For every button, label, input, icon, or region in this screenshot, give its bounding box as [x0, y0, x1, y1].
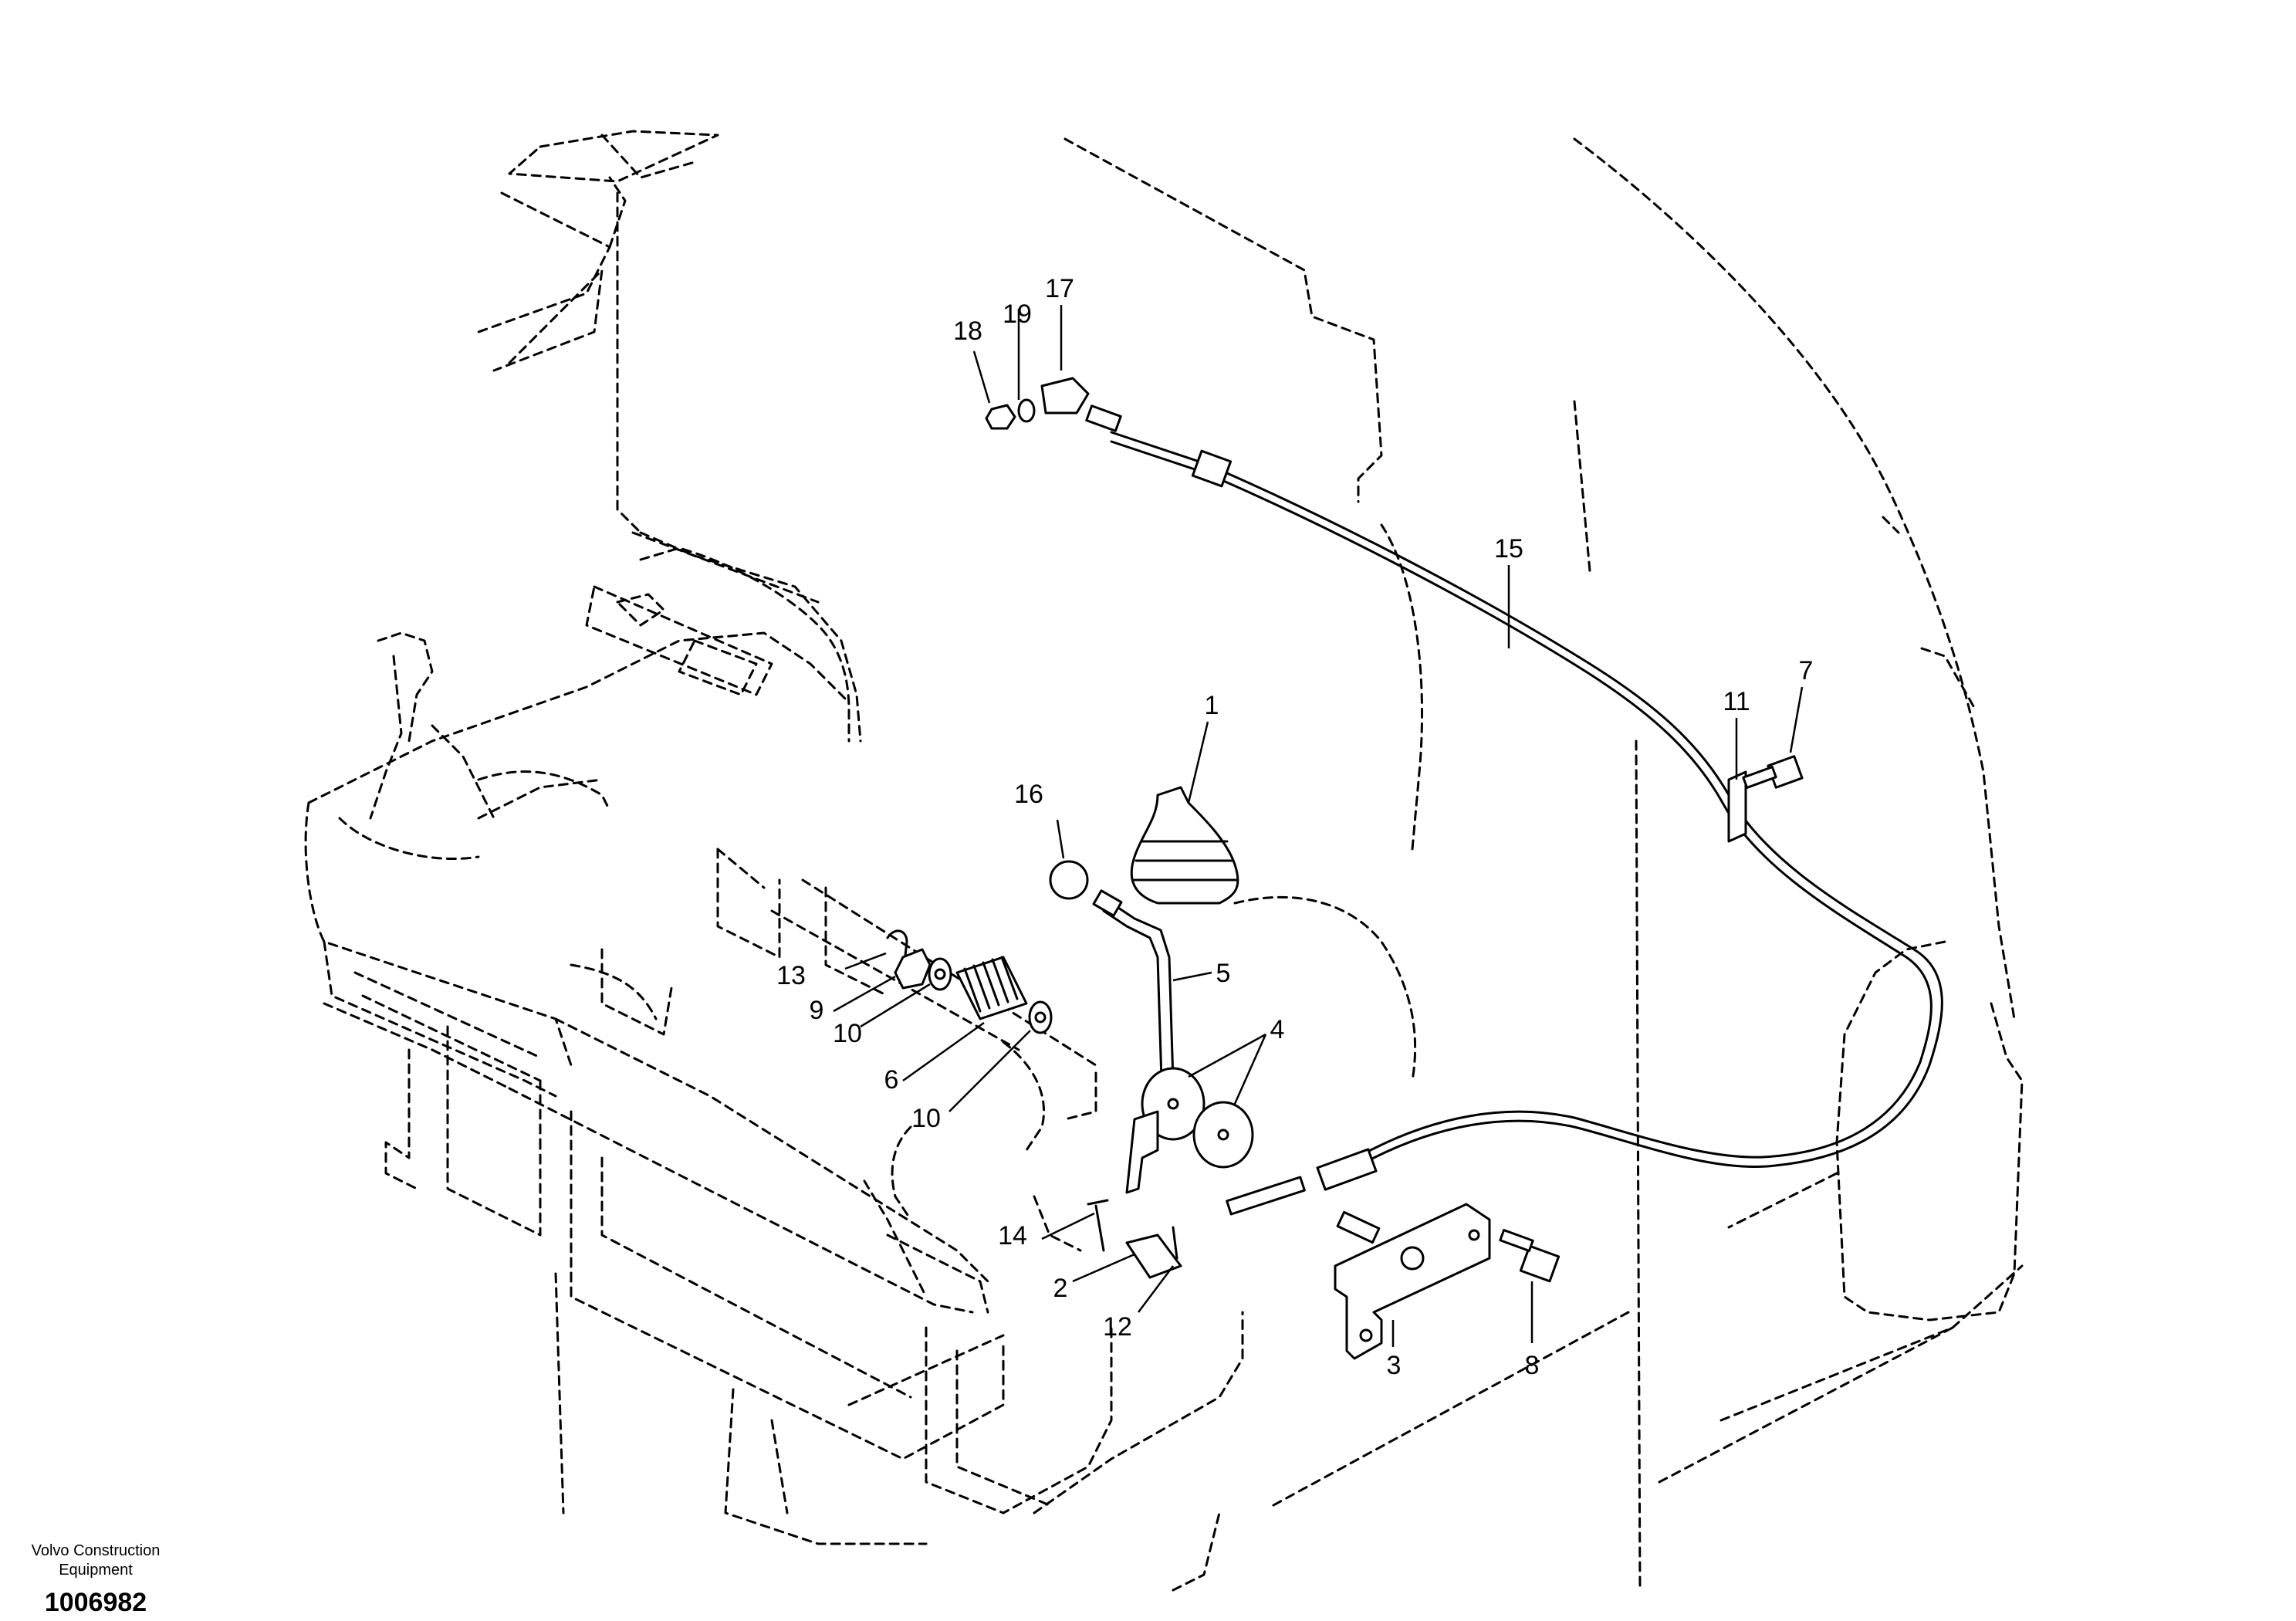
callout-17: 17	[1045, 274, 1074, 303]
split-pin-13	[886, 929, 908, 978]
callout-9: 9	[810, 996, 824, 1025]
callout-19: 19	[1003, 299, 1032, 329]
washer-10-a	[928, 957, 952, 991]
callout-8: 8	[1525, 1351, 1540, 1380]
callout-15: 15	[1494, 534, 1523, 563]
boot-1	[1130, 786, 1239, 905]
clamp-11	[1727, 770, 1747, 843]
washer-19	[1017, 398, 1036, 423]
callout-14: 14	[998, 1221, 1027, 1250]
callout-6: 6	[884, 1065, 899, 1095]
callout-numbers: 17 19 18 15 7 11 1 16 5 4 13 9 10 6 10 1…	[776, 274, 1813, 1380]
callout-7: 7	[1799, 656, 1814, 685]
callout-13: 13	[776, 961, 806, 990]
company-name-line2: Equipment	[59, 1562, 133, 1579]
nut-9	[894, 948, 932, 990]
document-number: 1006982	[45, 1588, 147, 1617]
callout-12: 12	[1103, 1312, 1132, 1342]
callout-1: 1	[1205, 691, 1219, 720]
callout-4: 4	[1270, 1015, 1285, 1044]
clip-12	[1172, 1226, 1178, 1260]
footer: Volvo Construction Equipment 1006982	[32, 1542, 161, 1617]
bolt-7	[1742, 755, 1804, 789]
washer-10-b	[1028, 1000, 1053, 1034]
bracket-3	[1334, 1203, 1491, 1360]
callout-3: 3	[1387, 1351, 1402, 1380]
plates-4	[1125, 1067, 1254, 1194]
bolt-8	[1499, 1229, 1561, 1283]
cab-outline-dashed	[304, 130, 2024, 1592]
lever-5	[1092, 889, 1175, 1082]
pin-14	[1087, 1199, 1109, 1252]
callout-5: 5	[1216, 959, 1231, 988]
throttle-cable-15	[1110, 431, 1943, 1216]
knob-16	[1049, 860, 1089, 900]
cable-end-lower	[1316, 1148, 1378, 1191]
callout-18: 18	[953, 316, 982, 346]
company-name-line1: Volvo Construction	[32, 1542, 161, 1559]
clevis-2	[1125, 1234, 1182, 1279]
spring-6	[955, 956, 1028, 1020]
callout-11: 11	[1723, 687, 1750, 716]
leader-lines	[833, 305, 1804, 1347]
cable-rod-lower	[1226, 1176, 1306, 1216]
ball-joint-17	[1040, 377, 1122, 432]
cable-nut-upper	[1191, 449, 1233, 488]
callout-16: 16	[1014, 780, 1043, 809]
callout-10-b: 10	[911, 1104, 941, 1133]
callout-2: 2	[1053, 1274, 1068, 1303]
callout-10-a: 10	[833, 1019, 862, 1048]
nut-18	[985, 404, 1016, 430]
